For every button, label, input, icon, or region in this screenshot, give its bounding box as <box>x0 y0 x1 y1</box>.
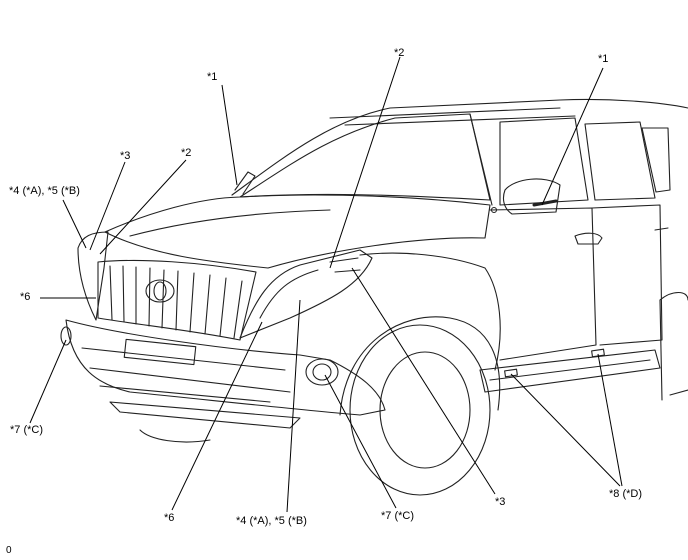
rear-wheel-arch <box>659 291 688 301</box>
headlamp-left <box>77 231 109 321</box>
leader-lines <box>29 56 623 513</box>
license-plate-mount <box>123 338 197 366</box>
a-pillar <box>469 113 493 206</box>
callout-7-left: *7 (*C) <box>10 424 44 436</box>
windshield <box>239 113 491 201</box>
callout-1-mirror: *1 <box>598 53 609 65</box>
body-clip <box>490 206 498 214</box>
side-mirror-turn-lamp <box>532 199 558 207</box>
callout-6-bottom: *6 <box>164 512 175 524</box>
step-clip-front <box>504 368 518 378</box>
roof-outline <box>231 98 688 196</box>
rear-door <box>591 204 663 346</box>
grille-outline <box>97 259 257 341</box>
side-mirror <box>502 178 561 215</box>
door-handle-front <box>574 232 603 245</box>
callout-6-left: *6 <box>20 291 31 303</box>
callout-2-top: *2 <box>394 47 405 59</box>
antenna <box>234 171 256 195</box>
callout-2-left: *2 <box>181 147 192 159</box>
callout-4-5-bottom: *4 (*A), *5 (*B) <box>236 515 307 527</box>
callout-3-bottom: *3 <box>495 496 506 508</box>
callout-4-5-left: *4 (*A), *5 (*B) <box>9 185 80 197</box>
vehicle-illustration <box>60 98 688 496</box>
figure-id: 0 <box>6 545 12 556</box>
front-fender <box>359 252 501 371</box>
callout-8-bottom: *8 (*D) <box>609 488 643 500</box>
callout-1-antenna: *1 <box>207 71 218 83</box>
headlamp-right <box>239 249 373 339</box>
front-door-window <box>499 117 589 206</box>
hood <box>104 194 491 269</box>
front-door <box>489 207 597 361</box>
front-wheel-arch <box>339 316 501 416</box>
front-tire <box>349 324 491 496</box>
callout-3-left: *3 <box>120 150 131 162</box>
fog-lamp-right <box>305 358 339 386</box>
front-wheel-rim <box>379 351 471 469</box>
skid-plate <box>109 401 301 429</box>
rear-wheel-front-tire-left <box>139 429 211 443</box>
fog-lamp-left <box>60 326 72 346</box>
roof-rack <box>329 107 576 126</box>
door-handle-rear <box>654 227 669 231</box>
callout-7-bottom: *7 (*C) <box>381 510 415 522</box>
rear-door-window <box>584 121 656 201</box>
emblem <box>145 279 175 303</box>
rear-quarter-window <box>641 127 671 193</box>
grille-bars <box>109 265 243 339</box>
hood-crease <box>129 209 331 237</box>
